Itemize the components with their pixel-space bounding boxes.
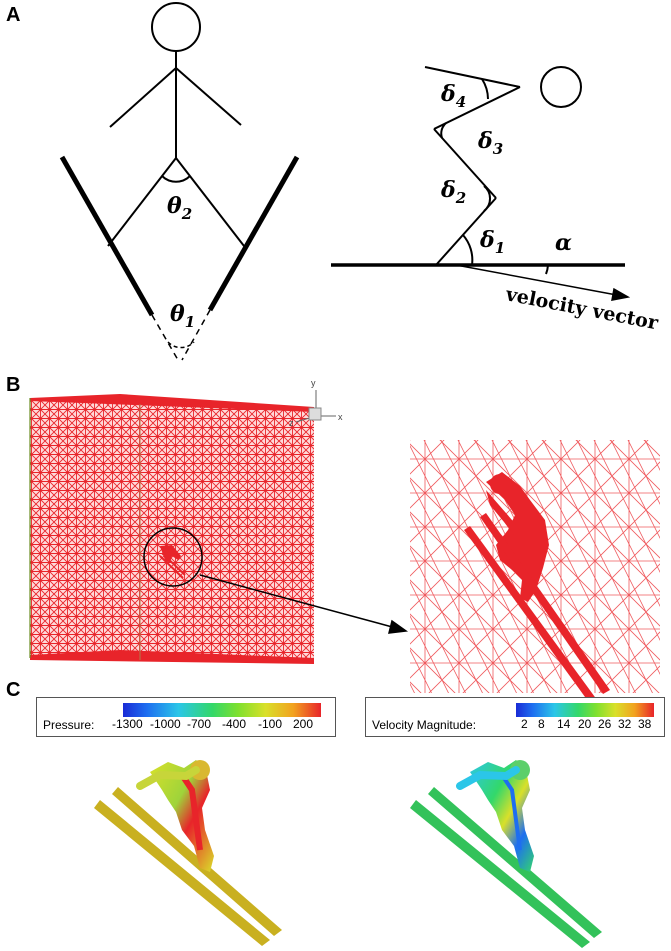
panel-a-diagram: θ2 θ1 δ4 δ3 δ2 δ1 α velocity vector [59,2,661,361]
delta4-label: δ4 [440,81,466,111]
velocity-tick: 38 [638,717,652,731]
theta2-arc [161,175,191,183]
delta4-arc [481,78,489,100]
velocity-legend: Velocity Magnitude: [365,697,665,737]
delta1-label: δ1 [479,227,505,257]
pressure-tick: -1000 [150,717,181,731]
theta1-arc [167,341,195,349]
theta2-label: θ2 [167,193,192,223]
computational-domain [29,394,314,664]
panel-b-mesh: y x z [29,378,660,708]
velocity-tick: 2 [521,717,528,731]
front-right-leg [175,157,245,247]
velocity-tick: 26 [598,717,612,731]
axis-triad-icon [295,390,336,423]
velocity-colorbar [516,703,654,717]
velocity-tick: 20 [578,717,592,731]
front-view-skier [107,2,245,247]
front-skis [59,155,300,361]
front-left-arm [109,67,177,128]
right-ski [207,155,300,312]
delta3-arc [440,122,447,139]
velocity-vector-arrow [455,264,631,301]
side-view-skier [331,66,625,275]
delta2-label: δ2 [440,177,466,207]
panel-label-b: B [6,374,21,396]
zoom-arrow [199,574,409,634]
panel-label-c: C [6,679,21,701]
velocity-tick: 14 [557,717,571,731]
axis-y-label: y [311,378,316,388]
left-ski [59,155,155,317]
pressure-tick: -400 [222,717,247,731]
delta2-arc [483,185,491,212]
side-head [540,66,582,108]
pressure-legend-title: Pressure: [43,718,95,732]
front-left-leg [107,157,177,247]
right-ski-extension [181,309,211,361]
velocity-tick: 8 [538,717,545,731]
pressure-colorbar [123,703,321,717]
pressure-tick: -100 [258,717,283,731]
velocity-skier-model [410,760,602,948]
side-arm [424,66,521,88]
velocity-tick: 32 [618,717,632,731]
delta3-label: δ3 [477,128,503,158]
zoomed-skier-silhouette [464,472,610,708]
theta1-label: θ1 [170,301,195,331]
delta1-arc [462,234,474,266]
domain-bottom-edge [30,650,314,664]
pressure-tick: 200 [293,717,314,731]
left-ski-extension [151,314,179,361]
pressure-legend: Pressure: [36,697,336,737]
pressure-tick: -1300 [112,717,143,731]
pressure-skier-model [94,760,282,946]
panel-label-a: A [6,4,21,26]
alpha-arc [545,264,549,275]
velocity-legend-title: Velocity Magnitude: [372,718,477,732]
domain-top-edge [30,394,314,412]
alpha-label: α [555,230,572,256]
front-right-arm [175,67,242,126]
axis-z-label: z [289,418,294,428]
pressure-tick: -700 [187,717,212,731]
axis-x-label: x [338,412,343,422]
small-skier-silhouette [159,545,186,579]
zoom-circle [143,527,203,587]
side-torso [433,86,521,130]
